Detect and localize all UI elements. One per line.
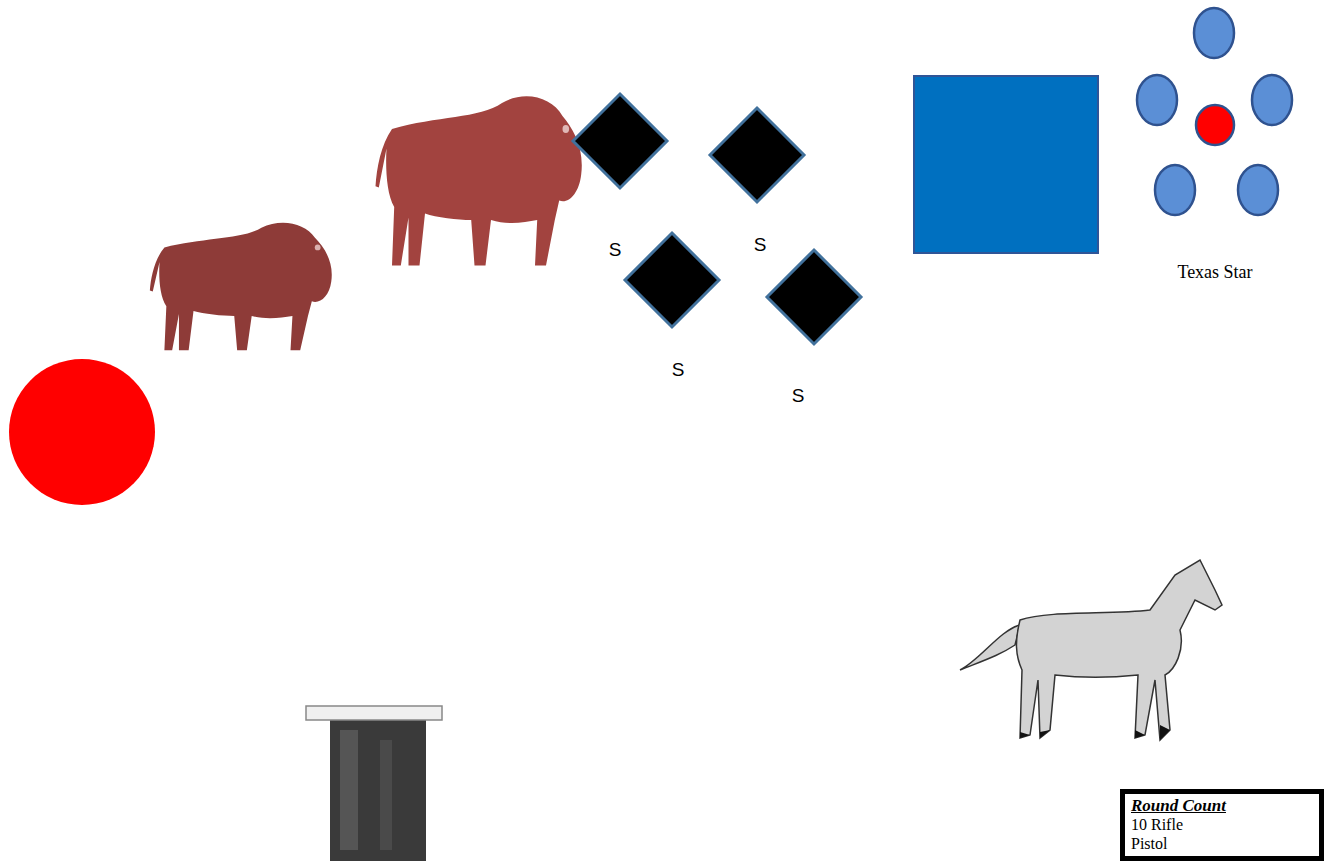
steel-label: S	[672, 359, 685, 381]
star-plate	[1252, 75, 1292, 125]
diamond-outline	[625, 233, 719, 327]
steel-diamond-target: S	[697, 105, 817, 265]
target-label: Texas Star	[1177, 262, 1252, 283]
buffalo-target-large	[376, 96, 582, 265]
steel-diamond-target: S	[754, 247, 874, 416]
box-heading: Round Count	[1131, 796, 1313, 815]
diamond-outline	[767, 250, 861, 344]
steel-label: S	[754, 234, 767, 256]
round-count-box: Round Count10 RiflePistol	[1120, 789, 1324, 861]
round-count-item: Pistol	[1131, 834, 1313, 853]
star-plate	[1137, 75, 1177, 125]
red-plate-target	[9, 359, 155, 505]
diamond-outline	[573, 94, 667, 188]
texas-star-target: Texas Star	[1125, 0, 1324, 292]
steel-label: S	[609, 239, 622, 261]
star-plate	[1196, 105, 1234, 145]
round-count-item: 10 Rifle	[1131, 815, 1313, 834]
star-plate	[1194, 8, 1234, 58]
loading-table	[306, 706, 442, 861]
blue-square-target	[914, 76, 1098, 253]
diamond-outline	[710, 108, 804, 202]
texas-star-plates	[1125, 0, 1324, 292]
diamond-shape	[754, 247, 874, 416]
star-plate	[1238, 165, 1278, 215]
horse-figure	[960, 560, 1222, 740]
steel-label: S	[792, 385, 805, 407]
buffalo-target-small	[150, 223, 332, 351]
steel-diamond-target: S	[612, 230, 732, 390]
star-plate	[1155, 165, 1195, 215]
